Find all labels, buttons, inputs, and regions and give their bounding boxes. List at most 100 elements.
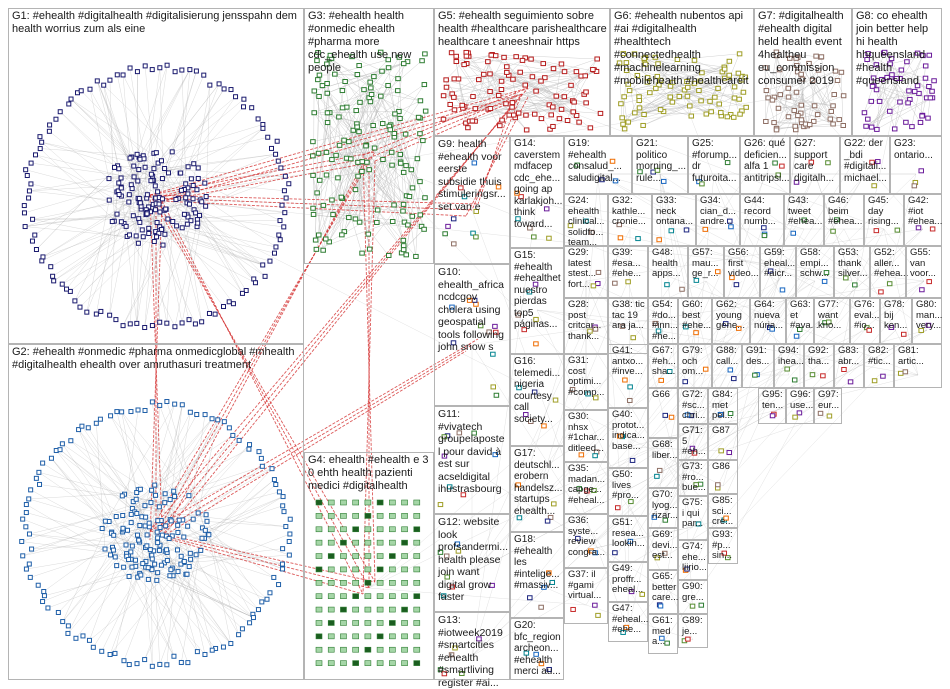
group-label-g42: G42: #iot #ehea... xyxy=(908,196,939,228)
group-label-g13: G13: #iotweek2019 #smartcities #ehealth … xyxy=(438,614,507,689)
group-box-g40: G40: protot... indica... base... xyxy=(608,408,648,468)
group-box-g3: G3: #ehealth health #onmedic ehealth #ph… xyxy=(304,8,434,264)
group-box-g71: G71: 5 #eh... xyxy=(678,424,708,460)
group-label-g74: G74: ehe... liirio... xyxy=(682,542,705,574)
group-box-g41: G41: antxo... #inve... xyxy=(608,344,648,408)
group-box-g13: G13: #iotweek2019 #smartcities #ehealth … xyxy=(434,612,510,680)
group-box-g16: G16: telemedi... nigeria courtesy call s… xyxy=(510,354,564,446)
group-label-g8: G8: co ehealth join better help hi healt… xyxy=(856,10,939,88)
group-box-g85: G85: sci... cre... xyxy=(708,494,738,528)
group-label-g26: G26: qué deficien... alfa 1 antitripsi..… xyxy=(744,138,787,184)
group-box-g47: G47: #eheal... #ehe... xyxy=(608,602,648,642)
group-box-g54: G54: #do... #inn... #he... xyxy=(648,298,678,344)
group-box-g28: G28: post critcar... thank... xyxy=(564,298,608,354)
group-label-g83: G83: abr... xyxy=(838,346,861,367)
group-box-g39: G39: #esa... #ehe... xyxy=(608,246,648,298)
group-box-g84: G84: met pel... xyxy=(708,388,738,424)
group-box-g58: G58: empi... schw... xyxy=(796,246,834,298)
group-label-g17: G17: deutschl... erobern handelsz... sta… xyxy=(514,448,561,517)
group-box-g64: G64: nueva núria... xyxy=(750,298,786,344)
group-label-g36: G36: syste... review congra... xyxy=(568,516,605,558)
group-label-g12: G12: website look profsandermi... health… xyxy=(438,516,507,604)
group-label-g61: G61: med a... xyxy=(652,616,675,648)
group-box-g32: G32: kathle... cronie... xyxy=(608,194,652,246)
group-label-g55: G55: van voor... xyxy=(910,248,939,280)
group-box-g78: G78: bij ken... xyxy=(880,298,912,344)
group-label-g18: G18: #ehealth les #intelige... #massiv..… xyxy=(514,534,561,592)
group-label-g62: G62: young gene... xyxy=(716,300,747,332)
group-box-g67: G67: #eh... sha... xyxy=(648,344,678,388)
group-box-g83: G83: abr... xyxy=(834,344,864,388)
group-label-g92: G92: tha... xyxy=(808,346,831,367)
group-label-g91: G91: des... xyxy=(746,346,771,367)
group-label-g52: G52: aller... #ehea... xyxy=(874,248,903,280)
group-box-g21: G21: politico morning_... rule... xyxy=(632,136,688,194)
group-box-g59: G59: eheal... #aicr... xyxy=(760,246,796,298)
group-box-g31: G31: cost optimi... #comp... xyxy=(564,354,608,410)
group-box-g74: G74: ehe... liirio... xyxy=(678,540,708,580)
group-label-g21: G21: politico morning_... rule... xyxy=(636,138,685,184)
group-label-g7: G7: #digitalhealth #ehealth digital held… xyxy=(758,10,849,88)
group-label-g31: G31: cost optimi... #comp... xyxy=(568,356,605,398)
group-box-g7: G7: #digitalhealth #ehealth digital held… xyxy=(754,8,852,136)
group-label-g35: G35: madan... capge... #eheal... xyxy=(568,464,605,506)
group-box-g94: G94: ihea... xyxy=(774,344,804,388)
group-box-g35: G35: madan... capge... #eheal... xyxy=(564,462,608,514)
group-label-g69: G69: devi... est... xyxy=(652,530,675,562)
group-box-g60: G60: best #ehe... xyxy=(678,298,712,344)
group-box-g50: G50: lives #pro... xyxy=(608,468,648,516)
group-box-g66: G66 xyxy=(648,388,678,438)
group-box-g80: G80: man... very... xyxy=(912,298,942,344)
group-label-g94: G94: ihea... xyxy=(778,346,801,367)
group-box-g43: G43: tweet #ehea... xyxy=(784,194,824,246)
group-box-g29: G29: latest stest... fort... xyxy=(564,246,608,298)
group-box-g11: G11: #vivatech groupelaposte l pour davi… xyxy=(434,406,510,514)
group-box-g55: G55: van voor... xyxy=(906,246,942,298)
group-box-g22: G22: der _bdi #digitali... michael... xyxy=(840,136,890,194)
group-label-g72: G72: #sc... chri... xyxy=(682,390,705,422)
group-label-g95: G95: ten... xyxy=(762,390,783,411)
group-label-g80: G80: man... very... xyxy=(916,300,939,332)
group-label-g85: G85: sci... cre... xyxy=(712,496,735,528)
group-box-g92: G92: tha... xyxy=(804,344,834,388)
group-label-g46: G46: beim #ehea... xyxy=(828,196,861,228)
group-label-g2: G2: #ehealth #onmedic #pharma onmedicglo… xyxy=(12,346,301,372)
group-label-g66: G66 xyxy=(652,390,675,401)
group-label-g78: G78: bij ken... xyxy=(884,300,909,332)
group-label-g54: G54: #do... #inn... #he... xyxy=(652,300,675,342)
group-label-g58: G58: empi... schw... xyxy=(800,248,831,280)
group-box-g4: G4: ehealth #ehealth e 3 0 ehth health p… xyxy=(304,452,434,680)
group-label-g5: G5: #ehealth seguimiento sobre health #h… xyxy=(438,10,607,49)
group-box-g91: G91: des... xyxy=(742,344,774,388)
group-label-g29: G29: latest stest... fort... xyxy=(568,248,605,290)
group-label-g81: G81: artic... xyxy=(898,346,939,367)
group-box-g34: G34: cian_d... andre... xyxy=(696,194,740,246)
group-label-g73: G73: #ro... bue... xyxy=(682,462,705,494)
group-label-g30: G30: nhsx #1char... ditleed... xyxy=(568,412,605,454)
group-label-g63: G63: et #ava... xyxy=(790,300,811,332)
group-box-g76: G76: eval... #io... xyxy=(850,298,880,344)
group-box-g49: G49: proffr... eheal... xyxy=(608,562,648,602)
group-label-g37: G37: il #gami virtual... xyxy=(568,570,605,602)
group-box-g81: G81: artic... xyxy=(894,344,942,388)
group-label-g4: G4: ehealth #ehealth e 3 0 ehth health p… xyxy=(308,454,431,493)
group-label-g19: G19: #ehealth consalud_... saludigital..… xyxy=(568,138,629,184)
group-box-g61: G61: med a... xyxy=(648,614,678,654)
group-label-g57: G57: mau... ge_r... xyxy=(692,248,721,280)
group-box-g93: G93: #p... sin... xyxy=(708,528,738,564)
group-label-g65: G65: better care... xyxy=(652,572,675,604)
group-label-g60: G60: best #ehe... xyxy=(682,300,709,332)
group-box-g53: G53: thank silver... xyxy=(834,246,870,298)
group-box-g46: G46: beim #ehea... xyxy=(824,194,864,246)
group-box-g25: G25: #forump... dr futuroita... xyxy=(688,136,740,194)
group-box-g37: G37: il #gami virtual... xyxy=(564,568,608,624)
group-label-g67: G67: #eh... sha... xyxy=(652,346,675,378)
group-box-g33: G33: neck ontana... xyxy=(652,194,696,246)
group-box-g87: G87 xyxy=(708,424,738,460)
group-box-g51: G51: resea... lookin... xyxy=(608,516,648,562)
group-box-g96: G96: use... xyxy=(786,388,814,424)
group-box-g42: G42: #iot #ehea... xyxy=(904,194,942,246)
group-label-g82: G82: #tic... xyxy=(868,346,891,367)
group-label-g56: G56: first video... xyxy=(728,248,757,280)
group-box-g52: G52: aller... #ehea... xyxy=(870,246,906,298)
